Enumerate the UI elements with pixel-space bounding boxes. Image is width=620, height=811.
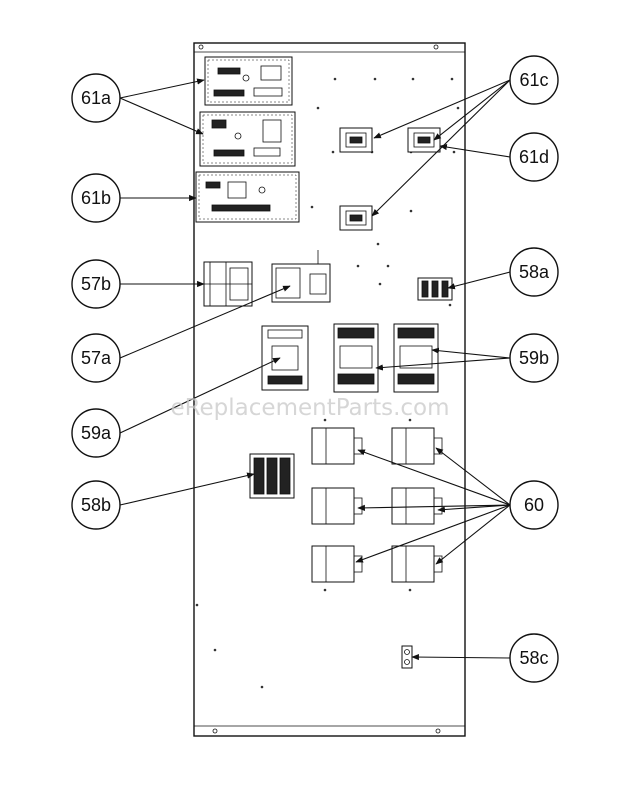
callout-61c: 61c [509,55,559,105]
interface-board [195,171,300,223]
callout-61d-label: 61d [519,147,549,167]
callout-57a-label: 57a [81,348,112,368]
relay-61d [407,127,441,153]
callout-58b-label: 58b [81,495,111,515]
callout-61d: 61d [509,132,559,182]
relay-61c-lower [339,205,373,231]
leader-lines [119,78,511,661]
watermark-text: eReplacementParts.com [170,395,449,421]
callout-61b-label: 61b [81,188,111,208]
callout-59a: 59a [71,408,121,458]
relay-60-3 [311,487,363,525]
callout-60: 60 [509,480,559,530]
relay-61c-left [339,127,373,153]
callout-57b-label: 57b [81,274,111,294]
callout-58a: 58a [509,247,559,297]
callout-59a-label: 59a [81,423,112,443]
control-board-middle [199,111,296,167]
transformer-57b [203,261,253,307]
callout-61b: 61b [71,173,121,223]
relay-60-1 [311,427,363,465]
transformer-57a [271,250,331,303]
contactor-59b-left [333,323,379,393]
callout-59b: 59b [509,333,559,383]
relay-60-4 [391,487,443,525]
callout-57b: 57b [71,259,121,309]
terminal-block-58b [249,453,295,499]
contactor-59a [261,325,309,391]
callout-61a: 61a [71,73,121,123]
control-board-upper [204,56,293,106]
relay-60-6 [391,545,443,583]
callout-58a-label: 58a [519,262,550,282]
callout-61c-label: 61c [519,70,548,90]
callout-59b-label: 59b [519,348,549,368]
terminal-block-58a [417,277,453,301]
callout-58c: 58c [509,633,559,683]
relay-60-2 [391,427,443,465]
callout-57a: 57a [71,333,121,383]
callout-61a-label: 61a [81,88,112,108]
terminal-58c [401,645,413,669]
callout-58c-label: 58c [519,648,548,668]
contactor-59b-right [393,323,439,393]
callout-58b: 58b [71,480,121,530]
callout-60-label: 60 [524,495,544,515]
relay-60-5 [311,545,363,583]
